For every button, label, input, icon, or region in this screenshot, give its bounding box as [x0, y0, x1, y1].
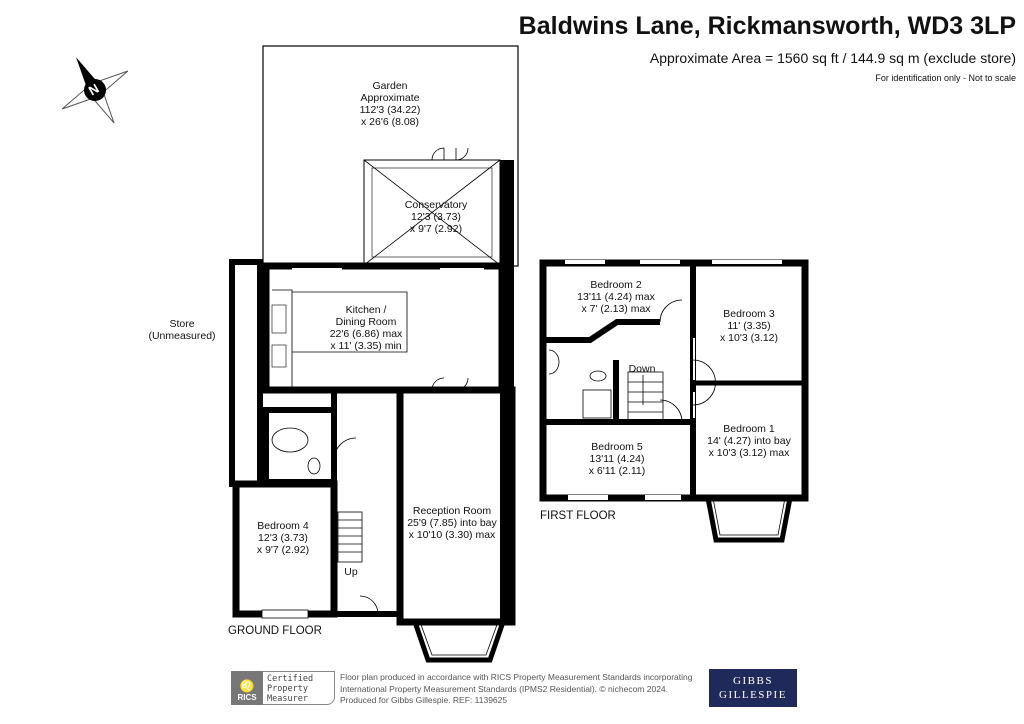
rics-cert-line: Measurer: [267, 694, 308, 704]
room-name: Bedroom 2: [590, 279, 642, 291]
room-dim: 22'6 (6.86) max: [329, 328, 403, 340]
room-name: Bedroom 4: [257, 520, 309, 532]
first-floor-label: FIRST FLOOR: [540, 510, 616, 522]
room-dim: 12'3 (3.73): [411, 211, 461, 223]
room-name: Dining Room: [335, 316, 397, 328]
room-dim: x 9'7 (2.92): [256, 544, 310, 556]
kitchen-label: Kitchen / Dining Room 22'6 (6.86) max x …: [330, 304, 403, 352]
room-dim: 11' (3.35): [727, 320, 771, 332]
room-dim: x 11' (3.35) min: [330, 340, 402, 352]
footer-text: Floor plan produced in accordance with R…: [340, 672, 692, 707]
footer-line: Produced for Gibbs Gillespie. REF: 11396…: [340, 695, 508, 705]
brand-line: GIBBS: [733, 675, 773, 687]
room-dim: x 6'11 (2.11): [588, 465, 646, 477]
room-dim: x 9'7 (2.92): [409, 223, 463, 235]
conservatory-label: Conservatory 12'3 (3.73) x 9'7 (2.92): [405, 199, 467, 235]
garden-label: Garden Approximate 112'3 (34.22) x 26'6 …: [360, 80, 421, 128]
stairs-down-label: Down: [628, 363, 656, 375]
bedroom3-label: Bedroom 3 11' (3.35) x 10'3 (3.12): [720, 308, 778, 344]
rics-badge: ♌RICS: [231, 671, 263, 705]
room-dim: x 26'6 (8.08): [360, 116, 420, 128]
ground-floor-label: GROUND FLOOR: [228, 625, 322, 637]
room-dim: x 7' (2.13) max: [581, 303, 651, 315]
rics-badge-text: RICS: [237, 693, 257, 702]
footer-line: Floor plan produced in accordance with R…: [340, 672, 693, 682]
room-dim: 13'11 (4.24): [589, 453, 645, 465]
room-dim: x 10'3 (3.12) max: [708, 447, 790, 459]
room-dim: x 10'3 (3.12): [719, 332, 779, 344]
rics-logo: ♌RICS Certified Property Measurer: [231, 671, 335, 705]
room-name: Bedroom 3: [723, 308, 775, 320]
room-dim: 12'3 (3.73): [258, 532, 308, 544]
room-name: Store: [169, 318, 195, 330]
room-note: (Unmeasured): [148, 330, 216, 342]
rics-cert: Certified Property Measurer: [263, 671, 335, 705]
reception-label: Reception Room 25'9 (7.85) into bay x 10…: [407, 505, 497, 541]
bedroom5-label: Bedroom 5 13'11 (4.24) x 6'11 (2.11): [589, 441, 645, 477]
bedroom4-label: Bedroom 4 12'3 (3.73) x 9'7 (2.92): [257, 520, 309, 556]
room-name: Conservatory: [404, 199, 468, 211]
bedroom2-label: Bedroom 2 13'11 (4.24) max x 7' (2.13) m…: [577, 279, 655, 315]
approximate-area: Approximate Area = 1560 sq ft / 144.9 sq…: [649, 50, 1016, 66]
rics-cert-line: Certified: [267, 674, 314, 684]
room-name: Garden: [372, 80, 408, 92]
gibbs-gillespie-logo: GIBBS GILLESPIE: [709, 669, 797, 707]
rics-cert-line: Property: [267, 684, 308, 694]
compass-icon: [61, 57, 129, 124]
store-label: Store (Unmeasured): [148, 318, 215, 342]
ground-floor-plan: [229, 45, 519, 663]
room-name: Reception Room: [412, 505, 492, 517]
room-dim: 25'9 (7.85) into bay: [407, 517, 497, 529]
room-name: Bedroom 1: [723, 423, 775, 435]
room-dim: x 10'10 (3.30) max: [408, 529, 496, 541]
stairs-up-label: Up: [344, 566, 358, 578]
garden-outline: [262, 45, 519, 267]
room-dim: 112'3 (34.22): [359, 104, 421, 116]
brand-line: GILLESPIE: [719, 689, 787, 701]
bedroom1-label: Bedroom 1 14' (4.27) into bay x 10'3 (3.…: [707, 423, 791, 459]
first-floor-plan: [539, 259, 809, 543]
room-note: Approximate: [360, 92, 420, 104]
room-name: Bedroom 5: [591, 441, 643, 453]
room-name: Kitchen /: [345, 304, 387, 316]
hall-walls: [331, 387, 403, 617]
bathroom-walls: [263, 407, 337, 485]
room-dim: 14' (4.27) into bay: [707, 435, 791, 447]
disclaimer-note: For identification only - Not to scale: [875, 73, 1016, 83]
store-walls: [229, 259, 263, 487]
room-dim: 13'11 (4.24) max: [577, 291, 655, 303]
lion-icon: ♌: [239, 679, 255, 693]
footer-line: International Property Measurement Stand…: [340, 683, 669, 694]
page-title: Baldwins Lane, Rickmansworth, WD3 3LP: [518, 12, 1016, 40]
